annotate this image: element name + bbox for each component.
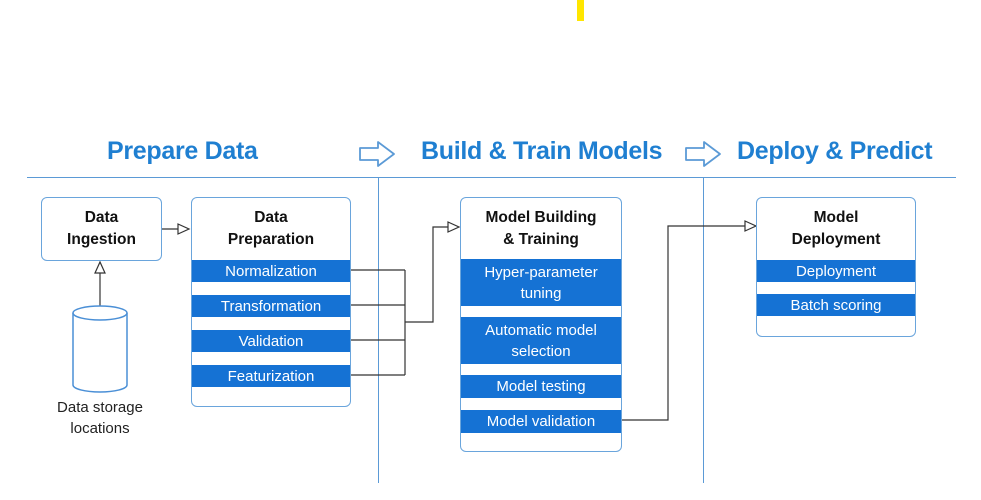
step-model-testing: Model testing bbox=[461, 375, 621, 398]
step-batch-scoring: Batch scoring bbox=[757, 294, 915, 316]
step-model-validation: Model validation bbox=[461, 410, 621, 433]
step-normalization: Normalization bbox=[192, 260, 350, 282]
arrowhead-icon bbox=[744, 220, 758, 232]
model-training-title: Model Building & Training bbox=[485, 209, 597, 248]
yellow-marker bbox=[577, 0, 584, 21]
data-preparation-title: Data Preparation bbox=[227, 209, 315, 248]
arrowhead-icon bbox=[94, 260, 106, 274]
step-transformation: Transformation bbox=[192, 295, 350, 317]
data-preparation-box: Data Preparation Normalization Transform… bbox=[191, 197, 351, 407]
data-ingestion-title: Data Ingestion bbox=[67, 209, 136, 248]
step-hyperparameter-tuning: Hyper-parameter tuning bbox=[461, 259, 621, 306]
model-training-box: Model Building & Training Hyper-paramete… bbox=[460, 197, 622, 452]
step-deployment: Deployment bbox=[757, 260, 915, 282]
model-deployment-box: Model Deployment Deployment Batch scorin… bbox=[756, 197, 916, 337]
header-divider bbox=[27, 177, 956, 178]
model-deployment-title: Model Deployment bbox=[791, 209, 881, 248]
database-icon bbox=[72, 305, 128, 393]
column-divider bbox=[378, 177, 379, 483]
arrowhead-icon bbox=[447, 221, 461, 233]
section-title-prepare-data: Prepare Data bbox=[107, 137, 258, 165]
step-automatic-model-selection: Automatic model selection bbox=[461, 317, 621, 364]
arrowhead-icon bbox=[177, 223, 191, 235]
column-divider bbox=[703, 177, 704, 483]
connector-training-deployment bbox=[621, 225, 745, 421]
right-arrow-icon bbox=[685, 141, 721, 167]
step-validation: Validation bbox=[192, 330, 350, 352]
data-storage-label: Data storage locations bbox=[57, 399, 143, 437]
section-title-build-train: Build & Train Models bbox=[421, 137, 663, 165]
data-ingestion-box: Data Ingestion bbox=[41, 197, 162, 261]
right-arrow-icon bbox=[359, 141, 395, 167]
section-title-deploy-predict: Deploy & Predict bbox=[737, 137, 933, 165]
connector-preparation-training bbox=[350, 226, 448, 376]
step-featurization: Featurization bbox=[192, 365, 350, 387]
